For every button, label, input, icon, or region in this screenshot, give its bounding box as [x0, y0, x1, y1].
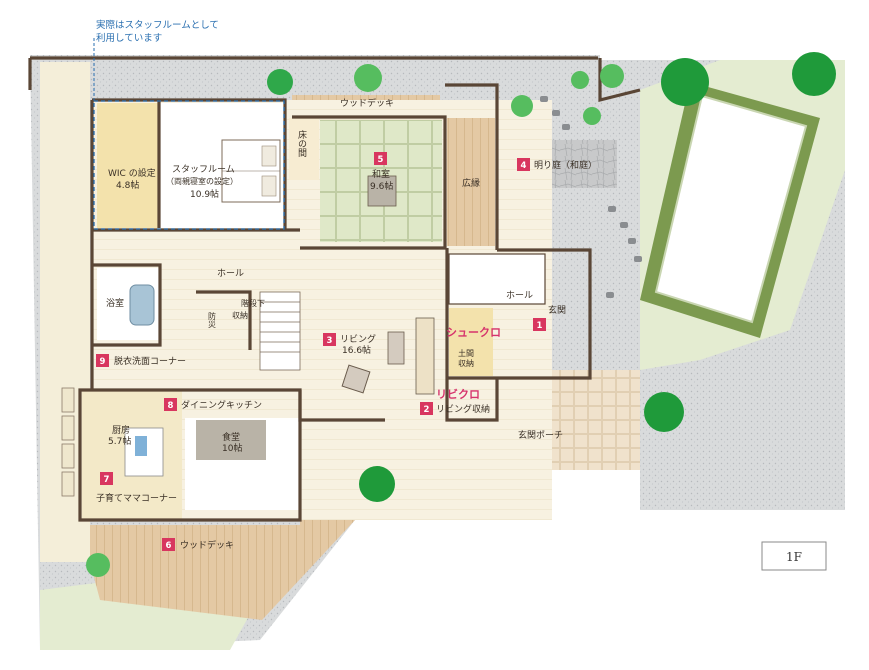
- shokudo-label: 食堂: [222, 431, 240, 443]
- hall-left-label: ホール: [217, 268, 244, 279]
- shuno-label: 収納: [232, 310, 248, 320]
- kaidan-label: 階段下: [241, 298, 265, 308]
- svg-text:3: 3: [327, 336, 333, 346]
- walls: [28, 56, 641, 522]
- stepping-stones: [540, 96, 642, 298]
- wood-deck-top-label: ウッドデッキ: [340, 97, 394, 109]
- badge-5: [374, 152, 387, 165]
- bathtub: [129, 284, 155, 326]
- note-line2: 利用しています: [96, 32, 162, 44]
- staff-size: 10.9帖: [190, 188, 219, 200]
- hall-right: [448, 253, 546, 305]
- sink: [135, 436, 147, 456]
- trees: [86, 52, 836, 577]
- tokonoma-area: [289, 118, 319, 180]
- svg-text:4: 4: [521, 161, 527, 171]
- floor-label-box: [761, 541, 827, 571]
- doma-storage-label: 収納: [458, 358, 474, 368]
- staff-sub: （両親寝室の設定）: [166, 176, 238, 186]
- washitsu-label: 和室: [372, 168, 390, 180]
- wic-room: [97, 103, 159, 228]
- wood-deck-bottom-label: ウッドデッキ: [180, 539, 234, 551]
- badge-6: [162, 538, 175, 551]
- ribikuro-label: リビクロ: [436, 387, 480, 401]
- badge-4: [517, 158, 530, 171]
- dining-table: [196, 420, 266, 460]
- living-table: [387, 331, 405, 365]
- armchair: [341, 364, 371, 394]
- svg-text:9: 9: [100, 357, 106, 367]
- svg-text:6: 6: [166, 541, 172, 551]
- wic-size: 4.8帖: [116, 179, 139, 191]
- staff-label: スタッフルーム: [172, 164, 235, 175]
- stairs: [259, 291, 301, 371]
- tokonoma-label: 床の間: [296, 129, 307, 158]
- genkan-label: 玄関: [548, 304, 566, 316]
- kosodate-label: 子育てママコーナー: [96, 492, 177, 504]
- kitchen-label: 厨房: [112, 424, 130, 436]
- bou-label: 防災: [208, 311, 217, 328]
- doma-storage: [449, 308, 493, 376]
- hiroen-label: 広縁: [462, 177, 480, 189]
- akari-label: 明り庭（和庭）: [534, 159, 597, 171]
- badge-7: [100, 472, 113, 485]
- datsui-label: 脱衣洗面コーナー: [114, 355, 186, 367]
- dining-label: ダイニングキッチン: [181, 399, 262, 411]
- kitchen-size: 5.7帖: [108, 435, 131, 447]
- svg-text:8: 8: [168, 401, 174, 411]
- pond: [654, 94, 808, 324]
- badge-1: [533, 318, 546, 331]
- badge-3: [323, 333, 336, 346]
- living-sofa: [415, 317, 435, 395]
- wic-label: WIC の設定: [108, 167, 156, 179]
- washitsu-size: 9.6帖: [370, 180, 393, 192]
- badge-9: [96, 354, 109, 367]
- doma-label: 土間: [458, 348, 474, 358]
- living-size: 16.6帖: [342, 344, 371, 356]
- shukuro-label: シュークロ: [446, 326, 501, 339]
- badge-8: [164, 398, 177, 411]
- living-label: リビング: [340, 333, 376, 345]
- hiroen-corridor: [447, 118, 495, 246]
- note-line1: 実際はスタッフルームとして: [96, 19, 219, 31]
- svg-text:7: 7: [104, 475, 110, 485]
- svg-text:1: 1: [537, 321, 543, 331]
- svg-text:5: 5: [378, 155, 384, 165]
- bath-label: 浴室: [106, 297, 124, 309]
- staff-room-highlight: [93, 100, 285, 230]
- shokudo-size: 10帖: [222, 442, 242, 454]
- hall-right-label: ホール: [506, 290, 533, 301]
- living-storage-label: リビング収納: [436, 403, 490, 415]
- porch-label: 玄関ポーチ: [518, 429, 563, 441]
- svg-text:2: 2: [424, 405, 430, 415]
- washitsu-table: [367, 175, 397, 207]
- floor-label: 1F: [786, 550, 802, 564]
- badge-2: [420, 402, 433, 415]
